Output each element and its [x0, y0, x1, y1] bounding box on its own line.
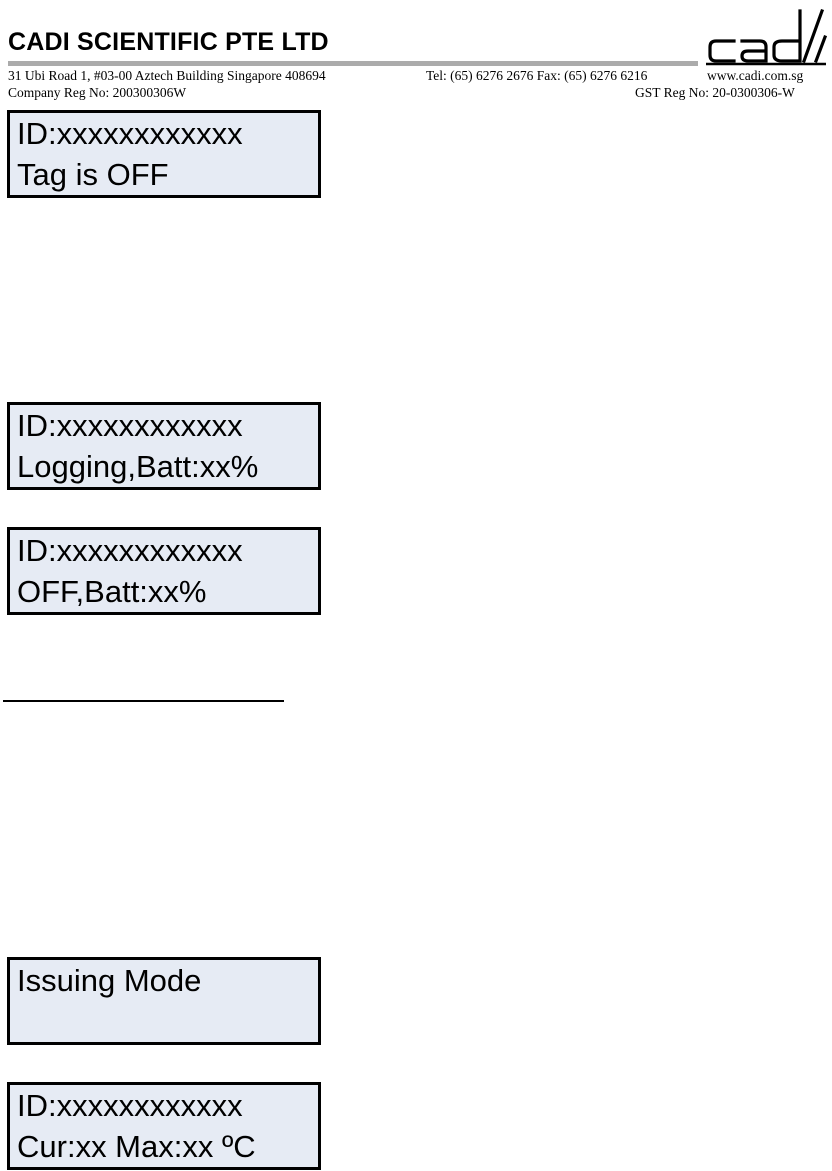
lcd-line-1: Issuing Mode — [17, 963, 202, 998]
lcd-display-issuing-mode: Issuing Mode — [7, 957, 321, 1045]
gst-reg-no: GST Reg No: 20-0300306-W — [635, 85, 795, 100]
lcd-line-2: Logging,Batt:xx% — [17, 449, 259, 484]
lcd-line-1: ID:xxxxxxxxxxxx — [17, 1088, 243, 1123]
lcd-display-tag-off: ID:xxxxxxxxxxxx Tag is OFF — [7, 110, 321, 198]
lcd-line-1: ID:xxxxxxxxxxxx — [17, 408, 243, 443]
section-underline — [3, 700, 284, 702]
cadi-logo-icon — [706, 8, 828, 66]
lcd-display-logging: ID:xxxxxxxxxxxx Logging,Batt:xx% — [7, 402, 321, 490]
lcd-line-2: OFF,Batt:xx% — [17, 574, 207, 609]
lcd-display-temperature: ID:xxxxxxxxxxxx Cur:xx Max:xx ºC — [7, 1082, 321, 1170]
lcd-line-1: ID:xxxxxxxxxxxx — [17, 116, 243, 151]
lcd-display-off-battery: ID:xxxxxxxxxxxx OFF,Batt:xx% — [7, 527, 321, 615]
website-link[interactable]: www.cadi.com.sg — [707, 68, 804, 83]
lcd-line-2: Tag is OFF — [17, 157, 169, 192]
address: 31 Ubi Road 1, #03-00 Aztech Building Si… — [8, 68, 326, 83]
phone-fax: Tel: (65) 6276 2676 Fax: (65) 6276 6216 — [426, 68, 648, 83]
lcd-line-1: ID:xxxxxxxxxxxx — [17, 533, 243, 568]
header-divider — [8, 61, 698, 66]
company-reg-no: Company Reg No: 200300306W — [8, 85, 187, 100]
company-name: CADI SCIENTIFIC PTE LTD — [8, 28, 329, 56]
lcd-line-2: Cur:xx Max:xx ºC — [17, 1129, 256, 1164]
